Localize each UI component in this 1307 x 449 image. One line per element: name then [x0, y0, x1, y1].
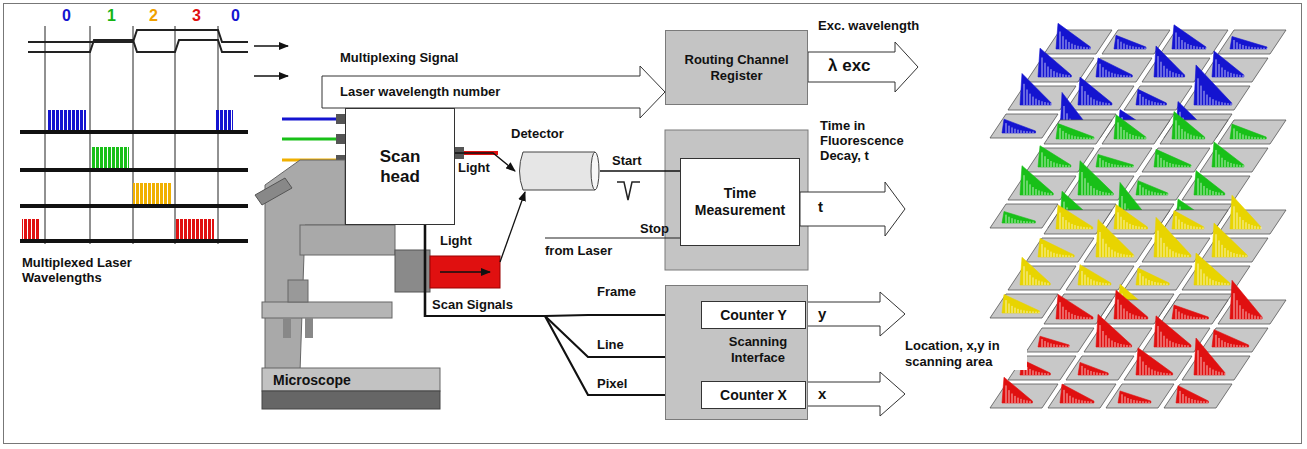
node-text: Detector: [511, 126, 564, 142]
node-text: Counter X: [720, 387, 787, 403]
node-text: Scan head: [370, 147, 430, 187]
connector: [425, 225, 701, 395]
connector: [425, 225, 665, 357]
edge-label: Start: [612, 153, 642, 168]
label: 1: [107, 6, 116, 25]
node-text: Microscope: [273, 372, 351, 388]
label: Location, x,y in scanning area: [905, 338, 1027, 370]
node-text: Scanning Interface: [710, 334, 806, 366]
process-box: Scanning Interface Counter Y Counter X: [665, 285, 808, 420]
connector: [500, 192, 525, 262]
label: from Laser: [545, 243, 612, 258]
process-box: Routing Channel Register: [665, 30, 808, 105]
label: Scan Signals: [432, 297, 513, 312]
process-box: Counter X: [701, 381, 806, 409]
connector: [600, 170, 680, 171]
node-text: Routing Channel Register: [678, 52, 796, 84]
detector-shape: [515, 150, 600, 192]
process-box: Counter Y: [701, 301, 806, 329]
label: 3: [192, 6, 201, 25]
process-box: Time Measurement: [680, 158, 800, 246]
edge-label: Pixel: [597, 376, 627, 391]
label: Time in Fluorescence Decay, t: [820, 118, 932, 163]
label: 0: [231, 6, 240, 25]
label: Exc. wavelength: [818, 18, 919, 33]
edge-label: Light: [440, 233, 472, 248]
label: x: [818, 385, 826, 403]
label: Stop: [640, 221, 669, 236]
node-text: Counter Y: [720, 307, 787, 323]
node-text: Time Measurement: [692, 185, 788, 219]
process-box: Scan head: [345, 108, 455, 225]
label: Multiplexed Laser Wavelengths: [22, 255, 162, 285]
detector: Detector: [515, 150, 600, 192]
label: 2: [149, 6, 158, 25]
microscope: Microscope: [255, 160, 500, 410]
edge-label: Line: [597, 337, 624, 352]
label: t: [818, 198, 823, 216]
label: y: [818, 305, 826, 323]
label: 0: [62, 6, 71, 25]
label: Multiplexing Signal: [340, 50, 458, 65]
edge-label: Frame: [597, 284, 636, 299]
edge-label: Light: [458, 160, 490, 175]
label: λ exc: [828, 56, 871, 76]
connector: [425, 225, 701, 316]
label: Laser wavelength number: [340, 84, 500, 99]
